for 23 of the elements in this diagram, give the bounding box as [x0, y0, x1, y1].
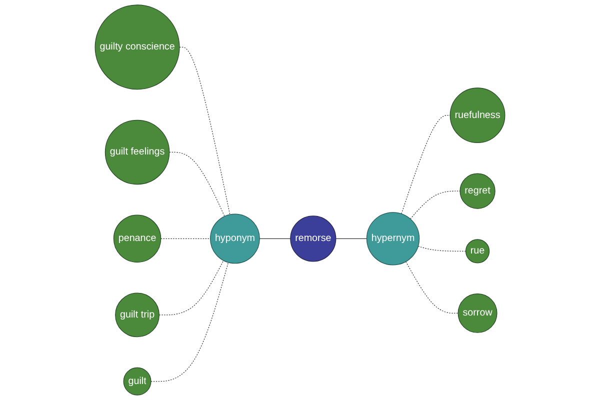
node-circle: guilty conscience: [94, 4, 180, 90]
connector: [160, 238, 211, 239]
node-circle: remorse: [290, 216, 336, 262]
node-circle: guilt: [123, 367, 152, 396]
connector: [259, 238, 291, 239]
node-circle: hyponym: [210, 214, 260, 264]
node-circle: ruefulness: [450, 88, 506, 144]
node-circle: sorrow: [458, 293, 498, 333]
connector: [150, 262, 229, 382]
node-circle: hypernym: [366, 212, 420, 266]
connector: [336, 238, 368, 239]
node-circle: rue: [465, 239, 490, 264]
connector: [401, 115, 450, 214]
node-circle: penance: [113, 214, 162, 263]
connector: [179, 46, 230, 215]
connector: [406, 261, 458, 314]
node-circle: regret: [460, 173, 496, 209]
connector: [158, 260, 224, 316]
node-circle: guilt feelings: [104, 120, 170, 185]
connector: [169, 152, 225, 217]
connector: [418, 246, 466, 252]
connector: [410, 190, 460, 220]
node-circle: guilt trip: [115, 292, 160, 338]
